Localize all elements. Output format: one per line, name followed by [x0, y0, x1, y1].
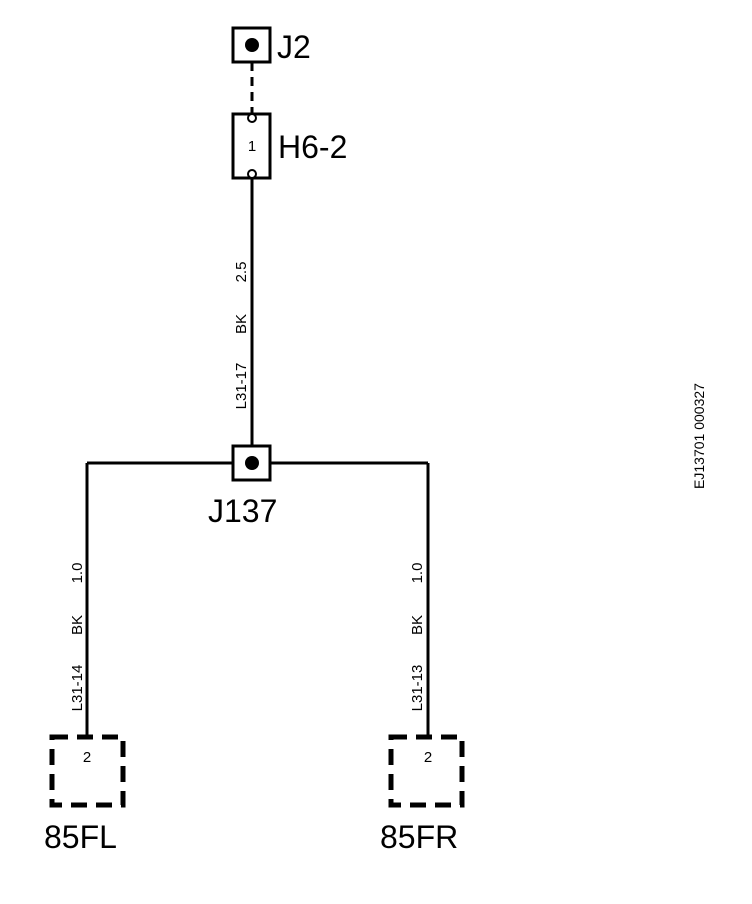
left-wire-size: 1.0 [69, 563, 86, 584]
j137-splice-dot [245, 456, 259, 470]
85fr-label: 85FR [380, 819, 458, 855]
85fl-component-box [49, 734, 126, 808]
85fr-pin-number: 2 [424, 749, 432, 766]
right-wire-circuit: L31-13 [409, 665, 426, 712]
j2-splice-dot [245, 38, 259, 52]
85fl-label: 85FL [44, 819, 117, 855]
j137-label: J137 [208, 493, 277, 529]
main-wire-color: BK [233, 314, 250, 334]
85fr-component-box [388, 734, 465, 808]
h6-2-top-terminal [247, 113, 257, 123]
main-wire-circuit: L31-17 [233, 363, 250, 410]
main-wire-size: 2.5 [233, 262, 250, 283]
j2-label: J2 [277, 29, 311, 65]
h6-2-label: H6-2 [278, 129, 347, 165]
85fl-pin-number: 2 [83, 749, 91, 766]
figure-code: EJ13701 000327 [691, 383, 707, 489]
h6-2-pin-number: 1 [248, 138, 256, 155]
left-wire-color: BK [69, 615, 86, 635]
right-wire-color: BK [409, 615, 426, 635]
left-wire-circuit: L31-14 [69, 665, 86, 712]
right-wire-size: 1.0 [409, 563, 426, 584]
h6-2-bottom-terminal [247, 169, 257, 179]
